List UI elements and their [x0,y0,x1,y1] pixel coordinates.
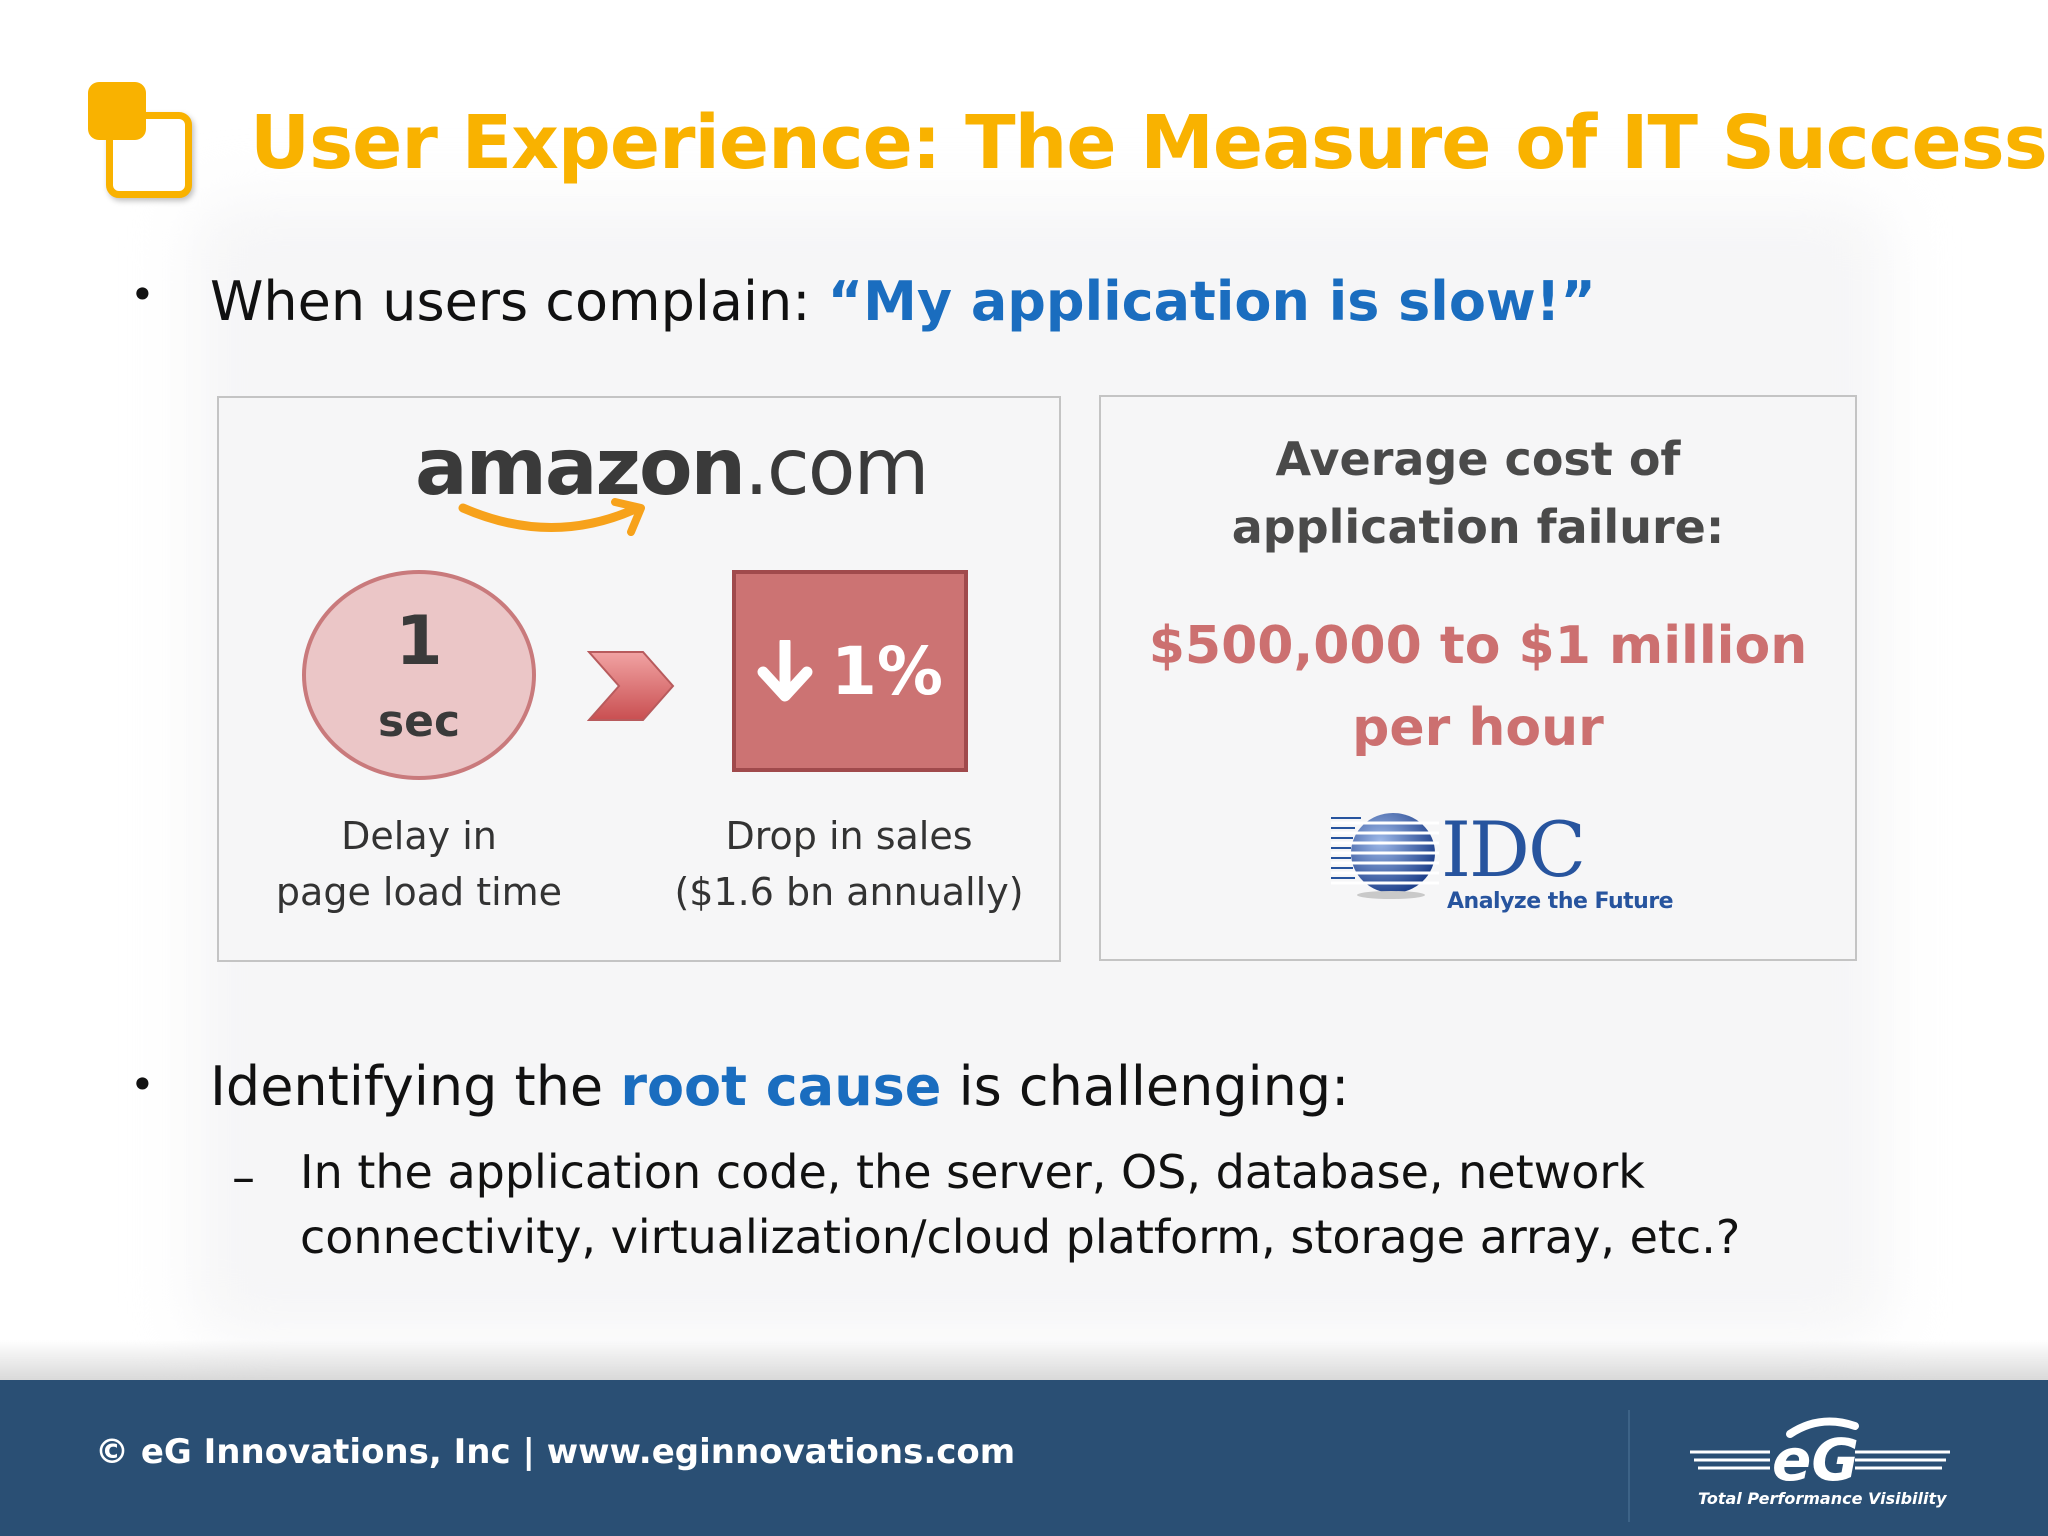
sales-drop-value: 1% [830,632,944,710]
eg-logo-tagline: Total Performance Visibility [1698,1489,1947,1508]
amazon-logo-bold: amazon [415,423,746,513]
sales-caption-line: ($1.6 bn annually) [674,870,1024,914]
amazon-panel: amazon.com 1 sec 1% Delay in page load t… [217,396,1061,962]
bullet-root-cause-suffix: is challenging: [941,1055,1350,1118]
amazon-smile-icon [458,498,645,536]
eg-logo-icon: eG [1690,1417,1950,1494]
idc-logo-text: IDC [1441,805,1586,894]
bullet-root-cause-prefix: Identifying the [210,1055,621,1118]
delay-circle: 1 sec [302,570,536,780]
footer-divider [1628,1410,1630,1522]
chevron-right-icon [587,651,675,721]
cost-value: $500,000 to $1 million per hour [1101,605,1855,769]
cost-value-unit: per hour [1352,698,1604,758]
cost-heading-line: Average cost of [1275,432,1681,486]
svg-text:eG: eG [1772,1426,1859,1494]
delay-caption: Delay in page load time [239,808,599,920]
idc-logo-tagline: Analyze the Future [1447,889,1674,914]
cost-heading-line: application failure: [1231,500,1725,554]
bullet-icon: • [130,1060,155,1109]
bullet-complain: When users complain: “My application is … [210,270,1596,333]
footer-bar: © eG Innovations, Inc | www.eginnovation… [0,1380,2048,1536]
sub-bullet-text: In the application code, the server, OS,… [300,1145,1741,1264]
sales-caption: Drop in sales ($1.6 bn annually) [639,808,1059,920]
delay-caption-line: Delay in [341,814,497,858]
bullet-root-cause: Identifying the root cause is challengin… [210,1055,1349,1118]
amazon-logo-rest: .com [744,423,929,513]
slide-title: User Experience: The Measure of IT Succe… [250,100,2048,186]
bullet-icon: • [130,270,155,319]
amazon-logo: amazon.com [415,423,929,513]
cost-heading: Average cost of application failure: [1101,425,1855,561]
delay-unit: sec [377,696,461,747]
sales-drop-box: 1% [732,570,968,772]
footer-copyright: © eG Innovations, Inc | www.eginnovation… [95,1432,1016,1472]
arrow-down-icon [757,640,813,702]
sub-bullet-dash: – [232,1150,255,1204]
cost-value-range: $500,000 to $1 million [1148,616,1808,676]
title-squares-icon [88,82,192,198]
delay-value: 1 [395,602,443,681]
sales-caption-line: Drop in sales [725,814,973,858]
bullet-complain-prefix: When users complain: [210,270,828,333]
idc-globe-icon [1331,813,1439,899]
eg-logo: eG Total Performance Visibility [1690,1417,1950,1508]
footer-shadow [0,1340,2048,1380]
bullet-complain-quote: “My application is slow!” [827,270,1596,333]
delay-caption-line: page load time [275,870,563,914]
bullet-root-cause-highlight: root cause [620,1055,942,1118]
idc-panel: Average cost of application failure: $50… [1099,395,1857,961]
